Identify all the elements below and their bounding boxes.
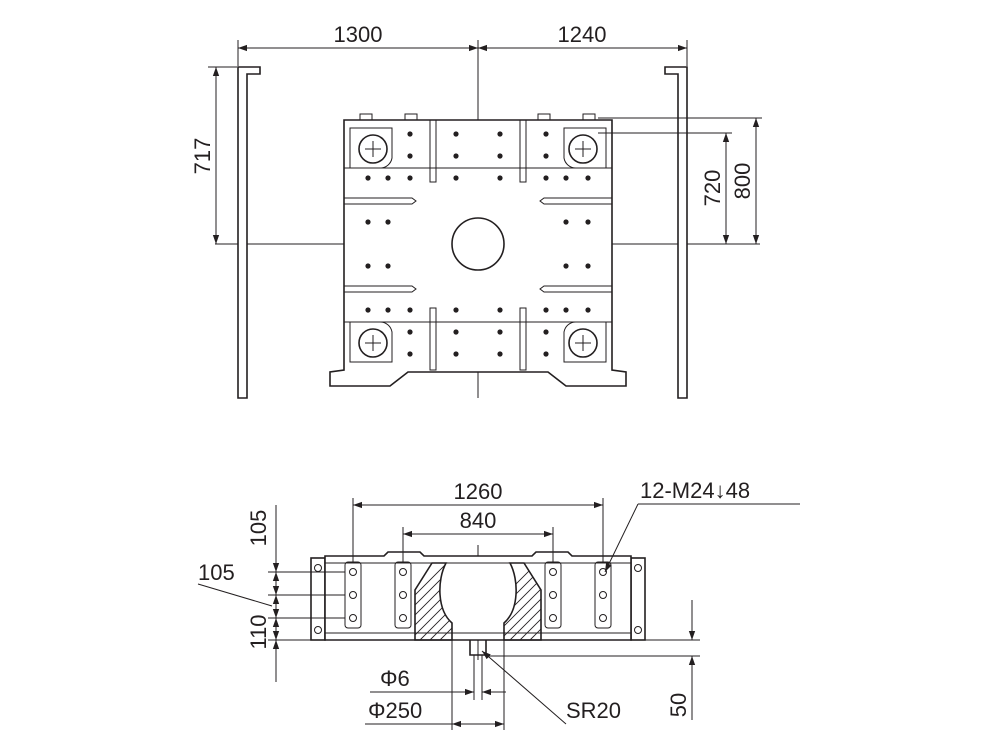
- t-slots: [344, 119, 612, 371]
- bolt-hole-pattern: [365, 131, 591, 357]
- dim-right-depth: 50: [666, 693, 691, 717]
- dim-left-top: 105: [246, 510, 271, 547]
- center-bore: [451, 217, 505, 271]
- left-end-block: [310, 557, 326, 641]
- dim-bottom-outer-width: 1260: [454, 479, 503, 504]
- right-rail: [664, 66, 688, 399]
- dim-right-height-outer: 800: [730, 163, 755, 200]
- dim-left-height: 717: [190, 138, 215, 175]
- bolt-spec-label: 12-M24↓48: [640, 478, 750, 503]
- tie-bar-hole-top-left: [349, 127, 393, 169]
- sphere-radius-leader: [481, 650, 567, 725]
- left-rail: [237, 66, 261, 399]
- dim-bottom-inner-width: 840: [460, 508, 497, 533]
- tie-bar-hole-bottom-left: [349, 321, 393, 363]
- dim-left-mid: 105: [198, 560, 235, 585]
- ejector-nub: [469, 640, 487, 656]
- dim-right-height-inner: 720: [700, 170, 725, 207]
- bolt-slots: [344, 561, 612, 629]
- section-view: 1260 840 12-M24↓48 105 105 110 Φ6: [197, 478, 800, 730]
- platen-tab: [404, 113, 418, 121]
- platen-tab: [537, 113, 551, 121]
- tie-bar-hole-bottom-right: [563, 321, 607, 363]
- platen-tab: [582, 113, 596, 121]
- platen-body: [329, 119, 627, 387]
- dim-left-bottom: 110: [246, 614, 271, 649]
- dim-top-right-width: 1240: [558, 22, 607, 47]
- dim-small-diameter: Φ6: [380, 666, 410, 691]
- platen-tab: [359, 113, 373, 121]
- dim-sphere-radius: SR20: [566, 698, 621, 723]
- tie-bar-hole-top-right: [563, 127, 607, 169]
- bolt-spec-leader: [604, 503, 639, 573]
- right-end-block: [630, 557, 646, 641]
- top-view: 1300 1240 717 720 800: [190, 22, 762, 399]
- dim-top-left-width: 1300: [334, 22, 383, 47]
- dim-bore-diameter: Φ250: [368, 698, 422, 723]
- section-body: [324, 551, 632, 641]
